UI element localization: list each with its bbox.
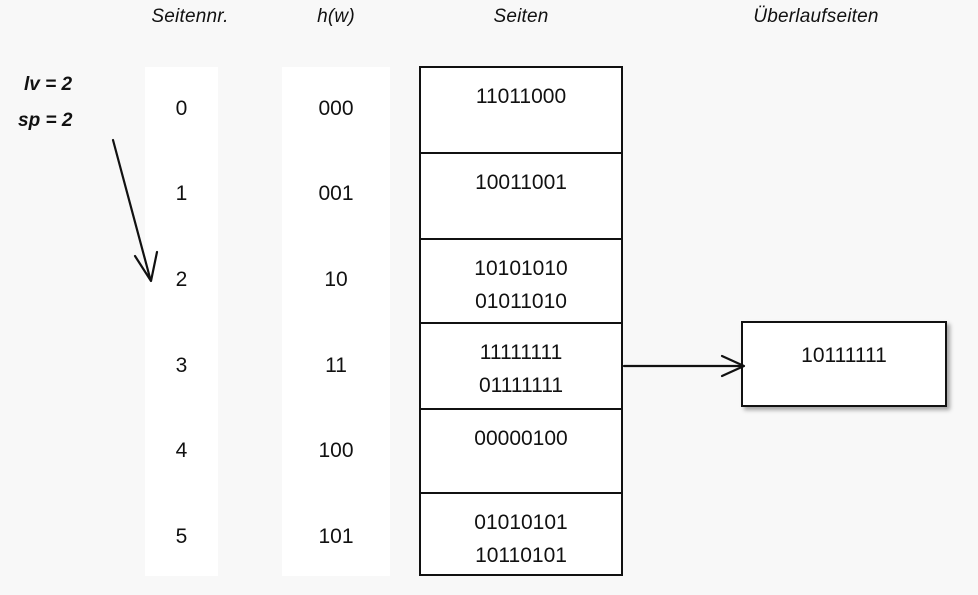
hw-cell-2: 10 bbox=[324, 268, 348, 291]
overflow-page-box: 10111111 bbox=[741, 321, 947, 407]
overflow-page-entry: 10111111 bbox=[801, 343, 887, 367]
hw-column: 000 001 10 11 100 101 bbox=[282, 67, 390, 576]
page-entry: 11011000 bbox=[475, 85, 567, 108]
seitennr-cell-4: 4 bbox=[175, 439, 188, 462]
param-label-lv: lv = 2 bbox=[24, 74, 73, 95]
page-entry: 01111111 bbox=[478, 373, 564, 397]
column-header-hw: h(w) bbox=[317, 6, 355, 27]
page-entry: 11111111 bbox=[479, 341, 563, 364]
page-entry: 01011010 bbox=[475, 289, 567, 313]
column-header-seiten: Seiten bbox=[493, 6, 549, 27]
hw-cell-5: 101 bbox=[318, 525, 354, 548]
page-row-1: 10011001 bbox=[421, 154, 621, 240]
hw-cell-3: 11 bbox=[325, 354, 347, 377]
page-entry: 10110101 bbox=[475, 543, 567, 567]
seitennr-cell-2: 2 bbox=[175, 268, 188, 291]
column-header-ueberlaufseiten: Überlaufseiten bbox=[753, 6, 879, 27]
hw-cell-1: 001 bbox=[318, 182, 354, 205]
page-entry: 00000100 bbox=[474, 427, 568, 450]
seitennr-cell-0: 0 bbox=[175, 97, 188, 120]
page-row-4: 00000100 bbox=[421, 410, 621, 494]
seitennr-column: 0 1 2 3 4 5 bbox=[145, 67, 218, 576]
hw-cell-4: 100 bbox=[318, 439, 354, 462]
seitennr-cell-5: 5 bbox=[175, 525, 188, 548]
page-row-2: 10101010 01011010 bbox=[421, 240, 621, 324]
column-header-seitennr: Seitennr. bbox=[151, 6, 229, 27]
seitennr-cell-1: 1 bbox=[175, 182, 188, 205]
param-label-sp: sp = 2 bbox=[18, 110, 73, 131]
page-entry: 01010101 bbox=[474, 511, 568, 534]
overflow-chain-arrow-icon bbox=[622, 354, 746, 378]
page-row-5: 01010101 10110101 bbox=[421, 494, 621, 574]
seitennr-cell-3: 3 bbox=[175, 354, 188, 377]
page-entry: 10011001 bbox=[475, 171, 567, 194]
hw-cell-0: 000 bbox=[318, 97, 354, 120]
page-entry: 10101010 bbox=[474, 257, 568, 280]
page-row-3: 11111111 01111111 bbox=[421, 324, 621, 410]
pages-table: 11011000 10011001 10101010 01011010 1111… bbox=[419, 66, 623, 576]
page-row-0: 11011000 bbox=[421, 68, 621, 154]
